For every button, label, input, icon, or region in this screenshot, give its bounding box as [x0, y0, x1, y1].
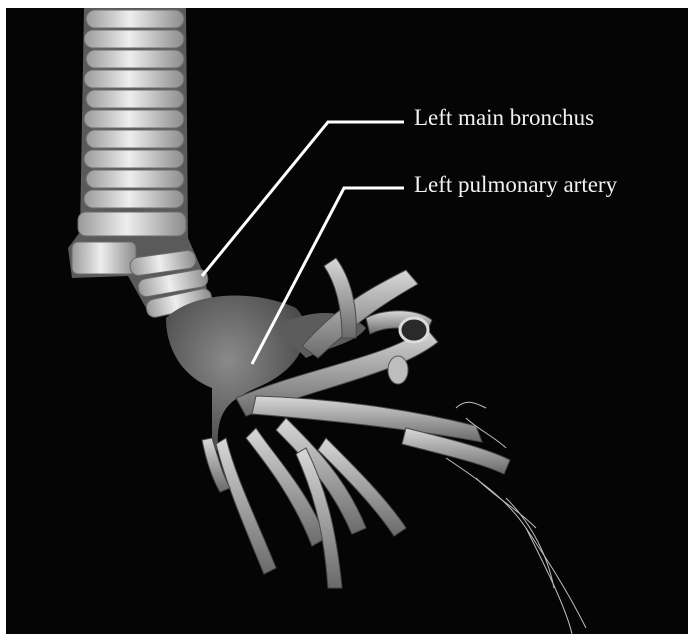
anatomy-illustration [6, 8, 688, 634]
label-left-pulmonary-artery: Left pulmonary artery [414, 173, 617, 196]
trachea [68, 8, 213, 319]
label-left-main-bronchus: Left main bronchus [414, 106, 594, 129]
leader-line-bronchus [202, 122, 404, 276]
anatomy-render: Left main bronchus Left pulmonary artery [6, 8, 688, 634]
